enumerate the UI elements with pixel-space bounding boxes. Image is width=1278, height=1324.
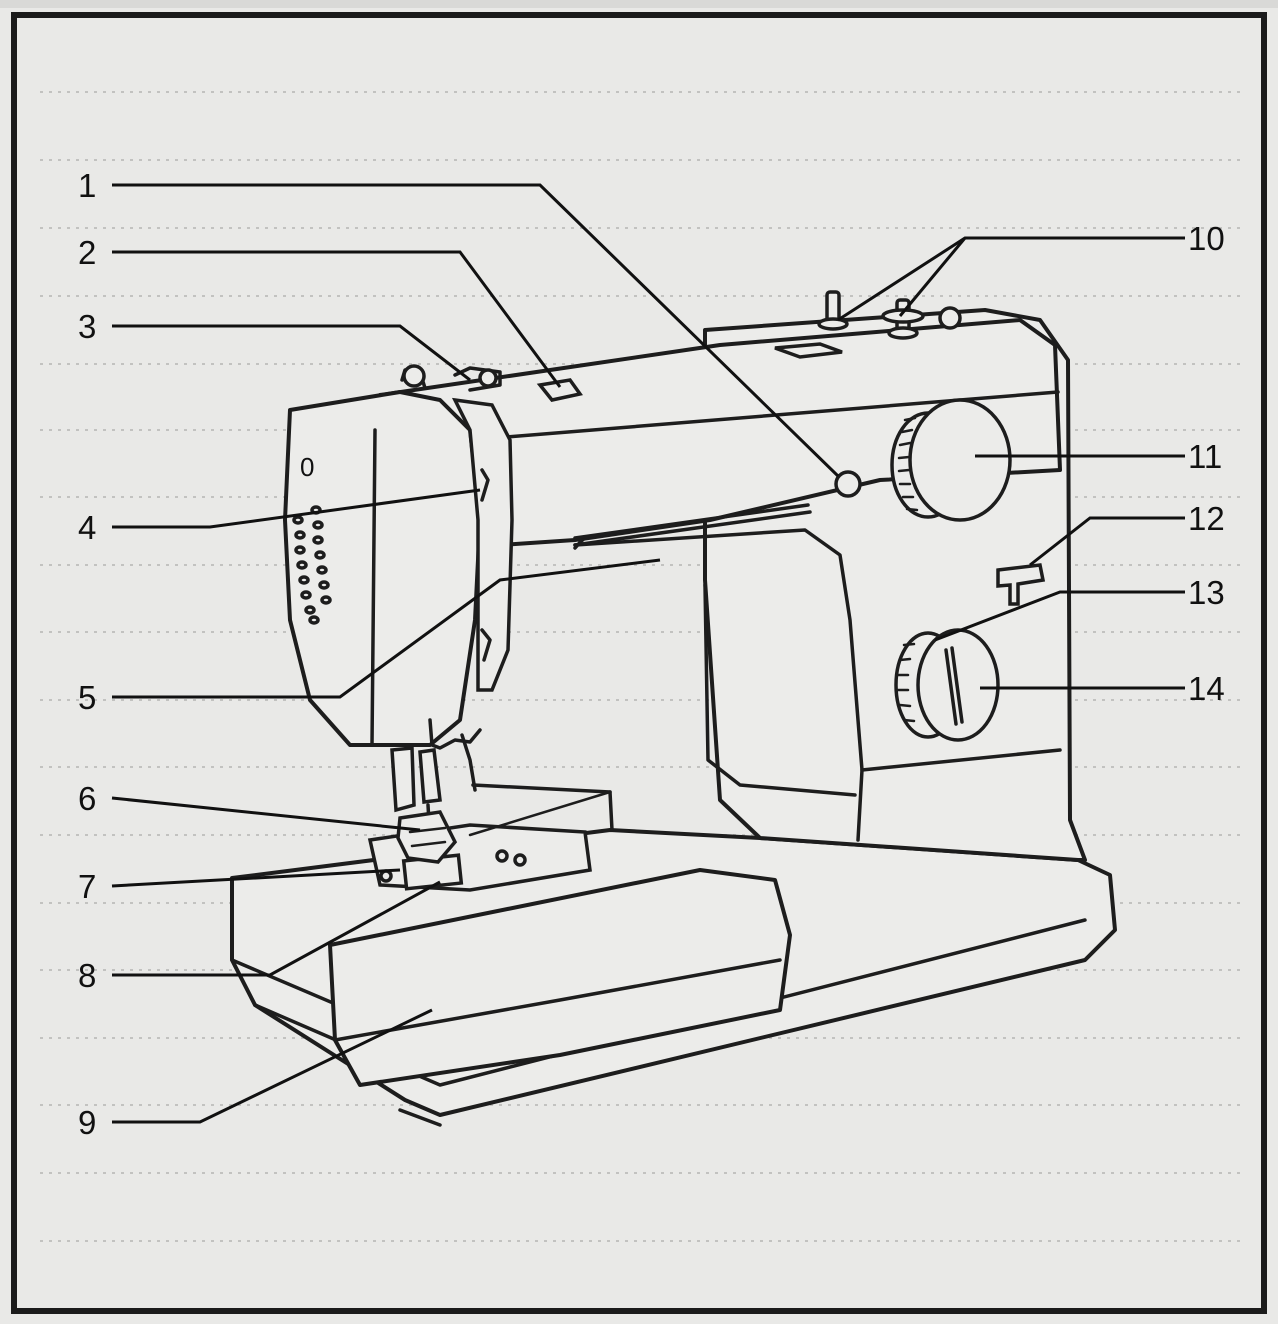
page-top-edge <box>0 0 1278 8</box>
callout-5: 5 <box>78 679 96 716</box>
thread-guide-cover <box>451 397 514 692</box>
reverse-stitch-lever <box>996 563 1046 606</box>
callout-2: 2 <box>78 234 96 271</box>
callout-4: 4 <box>78 509 96 546</box>
dial-digit-zero: 0 <box>300 452 314 482</box>
accessory-box <box>328 868 792 1087</box>
callout-10: 10 <box>1188 220 1225 257</box>
callout-9: 9 <box>78 1104 96 1141</box>
callout-12: 12 <box>1188 500 1225 537</box>
callout-11: 11 <box>1188 438 1222 475</box>
leader-lines <box>111 183 1185 1124</box>
callout-7: 7 <box>78 868 96 905</box>
callout-13: 13 <box>1188 574 1225 611</box>
stitch-length-dial <box>894 628 1000 742</box>
spool-pins <box>817 290 962 340</box>
stitch-pattern-dots <box>292 505 332 625</box>
callout-6: 6 <box>78 780 96 817</box>
callout-3: 3 <box>78 308 96 345</box>
diagram-frame <box>11 12 1267 1314</box>
face-plate <box>283 390 482 747</box>
stitch-indicator-light <box>834 470 862 498</box>
handwheel <box>890 398 1012 522</box>
top-cover-slot <box>536 378 583 402</box>
callout-14: 14 <box>1188 670 1225 707</box>
presser-foot-assembly <box>390 718 482 864</box>
callout-1: 1 <box>78 167 96 204</box>
callout-8: 8 <box>78 957 96 994</box>
